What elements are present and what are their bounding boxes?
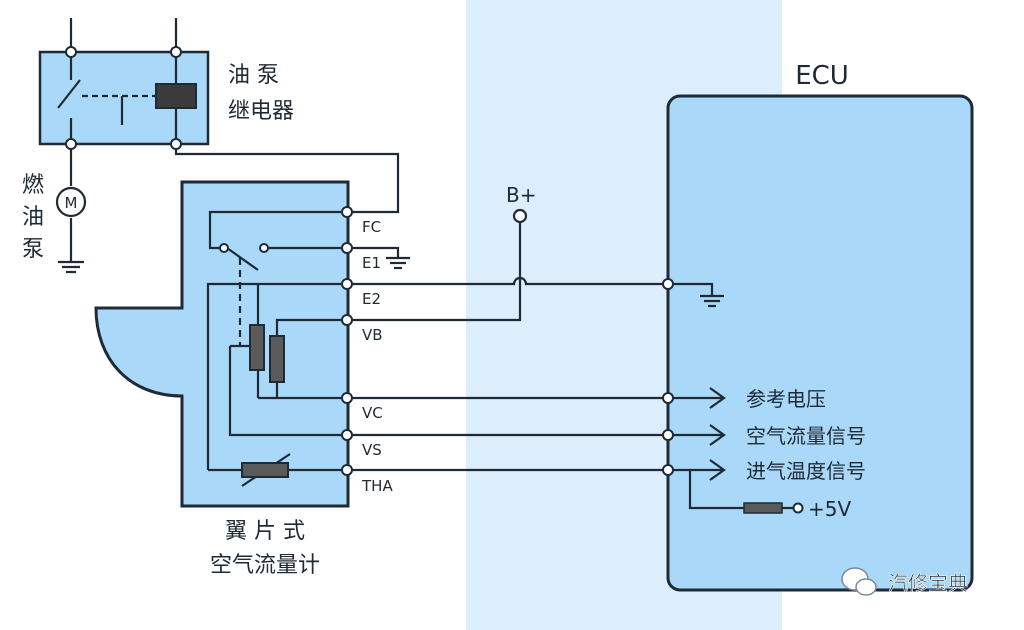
motor-icon xyxy=(55,186,87,218)
watermark-brand: 汽修宝典 xyxy=(888,571,968,595)
switch-contacts xyxy=(219,243,269,253)
supply-label: +5V xyxy=(808,497,851,521)
battery-label: B+ xyxy=(506,183,536,207)
motor-symbol: M xyxy=(65,194,78,212)
relay-nodes xyxy=(65,46,182,150)
pump-label-2: 油 xyxy=(22,205,44,230)
battery-terminal xyxy=(512,208,528,224)
pump-ground-icon xyxy=(58,260,84,274)
terminal-tha: THA xyxy=(361,477,393,495)
harness-wires xyxy=(347,222,794,510)
resistor-1 xyxy=(249,324,265,371)
relay-label-2: 继电器 xyxy=(228,99,294,124)
terminal-e2: E2 xyxy=(362,290,381,308)
relay-coil xyxy=(155,83,197,109)
afm-label-1: 翼 片 式 xyxy=(225,519,305,544)
afm-label-2: 空气流量计 xyxy=(210,553,320,578)
relay-label-1: 油 泵 xyxy=(228,63,279,88)
pump-label-1: 燃 xyxy=(22,173,44,198)
e1-ground-icon xyxy=(347,246,410,270)
ecu-ground-icon xyxy=(700,294,724,308)
signal-reference-voltage: 参考电压 xyxy=(746,387,826,411)
wechat-logo-icon xyxy=(841,567,877,596)
signal-air-flow: 空气流量信号 xyxy=(746,424,866,448)
supply-terminal xyxy=(792,502,804,514)
terminal-vs: VS xyxy=(362,441,382,459)
ecu-title: ECU xyxy=(795,61,849,91)
afm-wiring xyxy=(206,210,347,487)
afm-body xyxy=(94,180,350,508)
terminal-e1: E1 xyxy=(362,254,381,272)
terminal-vc: VC xyxy=(362,404,383,422)
signal-intake-temp: 进气温度信号 xyxy=(746,459,866,483)
pump-label-3: 泵 xyxy=(22,237,44,262)
thermistor xyxy=(241,462,289,478)
terminal-vb: VB xyxy=(362,326,383,344)
resistor-2 xyxy=(269,335,285,383)
pullup-resistor xyxy=(743,502,783,514)
ecu-box xyxy=(666,94,974,592)
terminal-fc: FC xyxy=(362,218,381,236)
terminal-nodes xyxy=(341,206,674,476)
